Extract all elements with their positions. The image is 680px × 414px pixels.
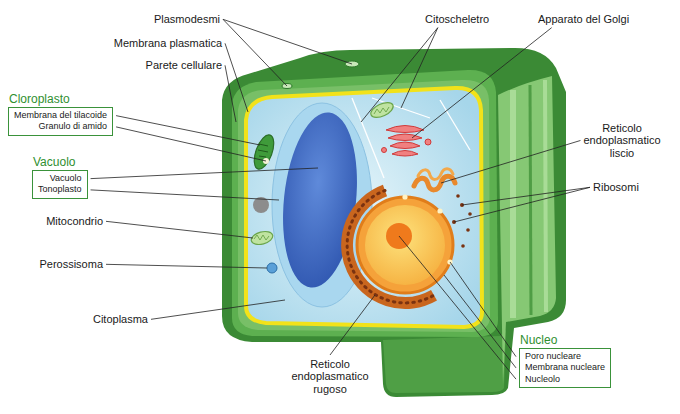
golgi-cisterna: [388, 134, 422, 141]
leader-line: [106, 221, 253, 238]
leader-line: [462, 187, 590, 205]
golgi-apparatus: [382, 126, 432, 157]
part-label: Membrana del tilacoide: [14, 110, 107, 121]
leader-line: [412, 28, 552, 138]
smooth-er: [414, 169, 455, 190]
part-label: Poro nucleare: [525, 351, 605, 362]
leader-line: [106, 264, 267, 268]
leader-line: [399, 236, 516, 379]
peroxisome: [267, 263, 277, 273]
part-label: Plasmodesmi: [154, 13, 220, 26]
leader-line: [441, 140, 580, 183]
part-label: Ribosomi: [593, 181, 639, 194]
leader-line: [330, 295, 375, 355]
ribosome: [461, 244, 465, 248]
chloroplast-body: [250, 132, 277, 171]
label-group: VacuoloVacuoloTonoplasto: [32, 152, 88, 199]
part-label: Reticolo endoplasmatico rugoso: [291, 358, 368, 395]
thylakoid: [258, 144, 268, 157]
group-heading: Vacuolo: [32, 155, 76, 170]
front-wall: [232, 70, 498, 337]
mitochondrion: [369, 99, 396, 120]
mitochondrion: [250, 229, 274, 246]
leader-line: [225, 43, 248, 112]
plasma-membrane: [246, 88, 482, 327]
leader-line: [91, 190, 279, 200]
cristae: [374, 107, 389, 114]
cytoskeleton-fibre: [440, 100, 470, 150]
cytoskeleton: [352, 98, 470, 178]
label-group: CloroplastoMembrana del tilacoideGranulo…: [8, 89, 113, 136]
mitochondrion-body: [250, 229, 274, 246]
leader-line: [116, 127, 266, 161]
wall-layer: [545, 80, 546, 312]
part-label: Tonoplasto: [38, 184, 82, 195]
part-label: Perossisoma: [39, 258, 103, 271]
cell-body: [222, 48, 566, 397]
leader-line: [361, 28, 438, 122]
part-label: Apparato del Golgi: [538, 13, 629, 26]
label-box: VacuoloTonoplasto: [32, 170, 88, 199]
part-label: Granulo di amido: [14, 121, 107, 132]
leader-line: [223, 19, 287, 86]
part-label: Mitocondrio: [46, 215, 103, 228]
golgi-cisterna: [386, 126, 424, 133]
label-box: Poro nucleareMembrana nucleareNucleolo: [519, 348, 611, 388]
label-group: NucleoPoro nucleareMembrana nucleareNucl…: [519, 330, 611, 388]
cell-wall: [222, 48, 566, 397]
leader-line: [223, 19, 352, 64]
ribosomes: [452, 194, 472, 248]
nuclear-pore: [402, 194, 407, 199]
nuclear-pore: [437, 208, 442, 213]
part-label: Nucleolo: [525, 374, 605, 385]
label-box: Membrana del tilacoideGranulo di amido: [8, 107, 113, 136]
group-heading: Nucleo: [519, 333, 558, 348]
group-heading: Cloroplasto: [8, 92, 71, 107]
golgi-vesicle: [382, 148, 387, 153]
leader-line: [225, 65, 236, 122]
mitochondrion-body: [369, 99, 396, 120]
leader-line: [450, 262, 516, 357]
cristae: [254, 235, 269, 240]
chloroplast: [250, 132, 277, 171]
lower-wall-face: [383, 330, 506, 393]
ribosome: [456, 194, 460, 198]
part-label: Membrana nucleare: [525, 362, 605, 373]
leader-line: [454, 187, 590, 222]
part-label: Reticolo endoplasmatico liscio: [583, 122, 660, 159]
nucleoplasm: [365, 205, 445, 285]
part-label: Citoscheletro: [425, 13, 489, 26]
leader-line: [116, 116, 260, 145]
nuclear-membrane: [357, 197, 453, 293]
ribosome: [468, 212, 472, 216]
ribosome: [466, 228, 470, 232]
leader-line: [444, 275, 516, 368]
smooth-er-tube: [418, 169, 453, 180]
part-label: Parete cellulare: [146, 59, 222, 72]
wall-layer: [530, 85, 531, 315]
wall-layer: [510, 90, 516, 318]
leader-line: [401, 28, 438, 108]
golgi-cisterna: [390, 142, 420, 149]
part-label: Citoplasma: [93, 313, 148, 326]
leader-line: [151, 300, 285, 319]
golgi-cisterna: [392, 151, 418, 157]
part-label: Membrana plasmatica: [114, 37, 222, 50]
part-label: Vacuolo: [38, 173, 82, 184]
golgi-vesicle: [425, 139, 431, 145]
leader-line: [91, 168, 318, 179]
